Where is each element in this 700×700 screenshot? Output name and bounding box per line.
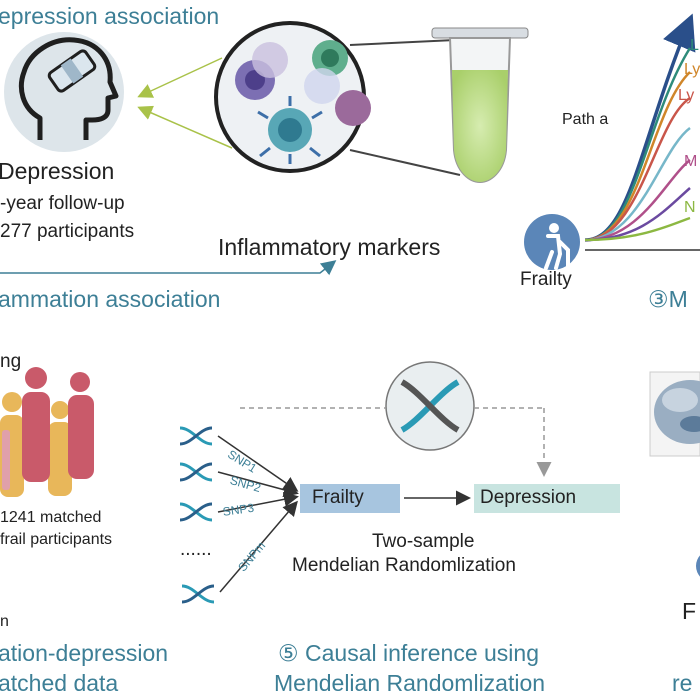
mediator-label-3: Ly <box>678 87 695 104</box>
frailty-circle-partial <box>696 555 700 577</box>
mediator-label-5: N <box>684 199 696 216</box>
blood-cells-magnifier <box>214 21 371 173</box>
mediator-label-2: Ly <box>684 61 700 78</box>
re-label: re <box>672 670 693 696</box>
mediation-curves <box>584 13 700 251</box>
ellipsis-label: ...... <box>180 539 212 560</box>
participants-label: 277 participants <box>0 221 135 242</box>
inflammatory-markers-label: Inflammatory markers <box>218 234 441 260</box>
n-label: n <box>0 613 9 630</box>
confounder-dashed-lines <box>240 407 552 477</box>
inflammation-association-title: ammation association <box>0 286 221 312</box>
path-a-label: Path a <box>562 111 609 128</box>
depression-head-icon <box>4 32 124 152</box>
depression-box <box>474 484 620 513</box>
followup-label: -year follow-up <box>0 193 125 214</box>
mediator-label-1: L <box>690 37 699 54</box>
mendelian-label: Mendelian Randomlization <box>292 555 516 576</box>
mr-section-title-2: Mendelian Randomlization <box>274 670 546 696</box>
participants-people-icon <box>0 367 94 497</box>
snp-arrows <box>217 435 299 593</box>
confounder-dna-circle <box>385 361 475 451</box>
frail-participants-label: frail participants <box>0 531 113 548</box>
matched-section-title-1: ation-depression <box>0 640 169 666</box>
ng-label: ng <box>0 351 22 372</box>
mediation-section-title: ③M <box>648 286 688 312</box>
matched-label: 1241 matched <box>0 509 102 526</box>
depression-box-label: Depression <box>480 487 577 508</box>
frailty-label-top: Frailty <box>520 269 572 290</box>
depression-label: Depression <box>0 158 115 184</box>
mediator-label-4: M <box>684 153 698 170</box>
dna-icons <box>179 426 215 604</box>
mr-section-title-1: ⑤ Causal inference using <box>278 640 539 666</box>
frailty-box <box>300 484 400 513</box>
two-sample-label: Two-sample <box>372 531 475 552</box>
f-label: F <box>682 598 697 624</box>
frailty-box-label: Frailty <box>312 487 364 508</box>
frailty-elder-icon <box>524 214 580 270</box>
depression-association-title: epression association <box>0 3 220 29</box>
brain-image <box>649 371 700 457</box>
blood-tube-icon <box>431 27 529 184</box>
matched-section-title-2: atched data <box>0 670 119 696</box>
